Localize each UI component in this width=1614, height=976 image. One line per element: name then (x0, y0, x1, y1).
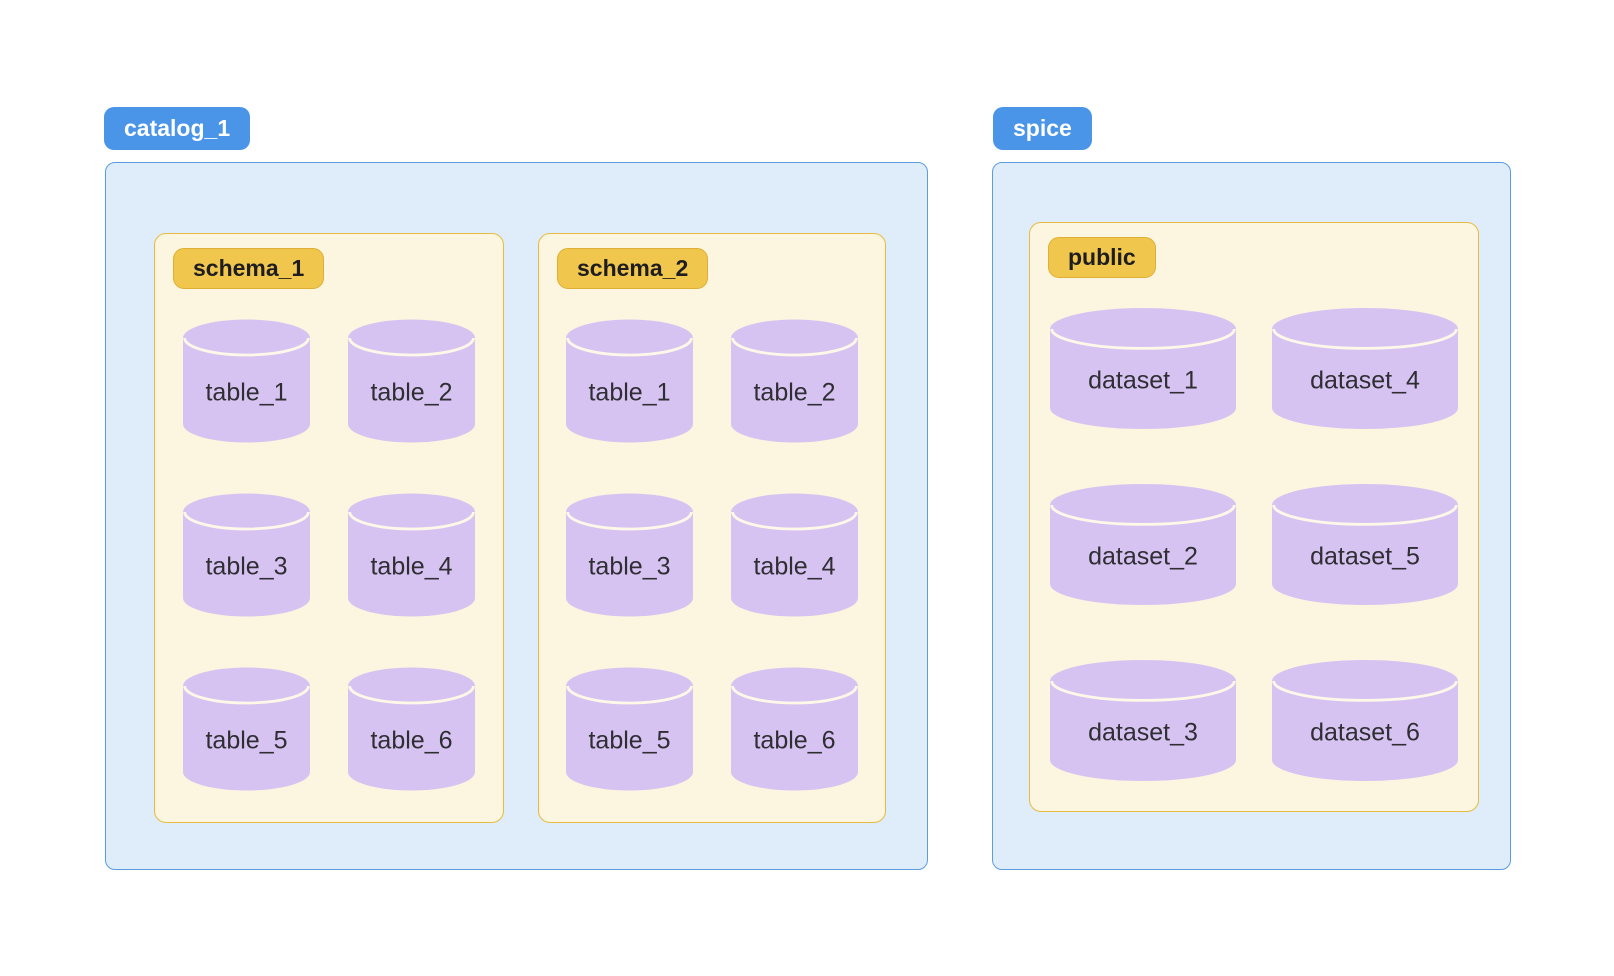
database-cylinder-icon (566, 667, 693, 791)
table-cylinder: table_4 (731, 493, 858, 617)
database-cylinder-icon (1050, 484, 1236, 605)
schema-1-table-grid: table_1 table_2 table_3 (155, 319, 503, 791)
dataset-cylinder: dataset_3 (1050, 659, 1236, 782)
table-cylinder: table_6 (731, 667, 858, 791)
database-cylinder-icon (183, 319, 310, 443)
dataset-cylinder: dataset_6 (1272, 659, 1458, 782)
schema-1-badge: schema_1 (173, 248, 325, 289)
spice-container: public dataset_1 dataset_4 (992, 162, 1511, 870)
table-label: table_2 (753, 378, 836, 407)
table-label: table_3 (205, 552, 288, 581)
catalog-1-badge: catalog_1 (104, 107, 251, 150)
schema-2-table-grid: table_1 table_2 table_3 (539, 319, 885, 791)
table-label: table_5 (205, 726, 288, 755)
schema-2-badge: schema_2 (557, 248, 709, 289)
schema-2-container: schema_2 table_1 table_2 (538, 233, 886, 823)
dataset-cylinder: dataset_1 (1050, 307, 1236, 430)
table-label: table_6 (370, 726, 453, 755)
public-schema-container: public dataset_1 dataset_4 (1029, 222, 1479, 812)
database-cylinder-icon (1050, 308, 1236, 429)
database-cylinder-icon (348, 667, 475, 791)
table-label: table_1 (588, 378, 671, 407)
table-cylinder: table_1 (566, 319, 693, 443)
public-dataset-grid: dataset_1 dataset_4 dataset_2 (1030, 307, 1478, 782)
table-label: table_2 (370, 378, 453, 407)
public-badge: public (1048, 237, 1156, 278)
table-cylinder: table_3 (183, 493, 310, 617)
database-cylinder-icon (348, 493, 475, 617)
table-cylinder: table_2 (348, 319, 475, 443)
dataset-label: dataset_4 (1310, 366, 1420, 395)
database-cylinder-icon (348, 319, 475, 443)
table-cylinder: table_5 (183, 667, 310, 791)
dataset-label: dataset_3 (1088, 718, 1198, 747)
table-label: table_6 (753, 726, 836, 755)
table-label: table_3 (588, 552, 671, 581)
dataset-cylinder: dataset_4 (1272, 307, 1458, 430)
database-cylinder-icon (1272, 484, 1458, 605)
database-cylinder-icon (183, 667, 310, 791)
dataset-label: dataset_1 (1088, 366, 1198, 395)
table-label: table_1 (205, 378, 288, 407)
table-cylinder: table_3 (566, 493, 693, 617)
schema-1-container: schema_1 table_1 table_2 (154, 233, 504, 823)
database-cylinder-icon (731, 493, 858, 617)
table-cylinder: table_1 (183, 319, 310, 443)
dataset-label: dataset_5 (1310, 542, 1420, 571)
table-cylinder: table_6 (348, 667, 475, 791)
dataset-cylinder: dataset_2 (1050, 483, 1236, 606)
table-cylinder: table_4 (348, 493, 475, 617)
database-cylinder-icon (731, 319, 858, 443)
table-cylinder: table_5 (566, 667, 693, 791)
table-label: table_4 (370, 552, 453, 581)
database-cylinder-icon (1050, 660, 1236, 781)
table-label: table_4 (753, 552, 836, 581)
table-label: table_5 (588, 726, 671, 755)
table-cylinder: table_2 (731, 319, 858, 443)
dataset-cylinder: dataset_5 (1272, 483, 1458, 606)
database-cylinder-icon (183, 493, 310, 617)
database-cylinder-icon (731, 667, 858, 791)
spice-badge: spice (993, 107, 1092, 150)
database-cylinder-icon (566, 493, 693, 617)
database-cylinder-icon (1272, 660, 1458, 781)
dataset-label: dataset_2 (1088, 542, 1198, 571)
catalog-1-container: schema_1 table_1 table_2 (105, 162, 928, 870)
database-cylinder-icon (566, 319, 693, 443)
dataset-label: dataset_6 (1310, 718, 1420, 747)
database-cylinder-icon (1272, 308, 1458, 429)
